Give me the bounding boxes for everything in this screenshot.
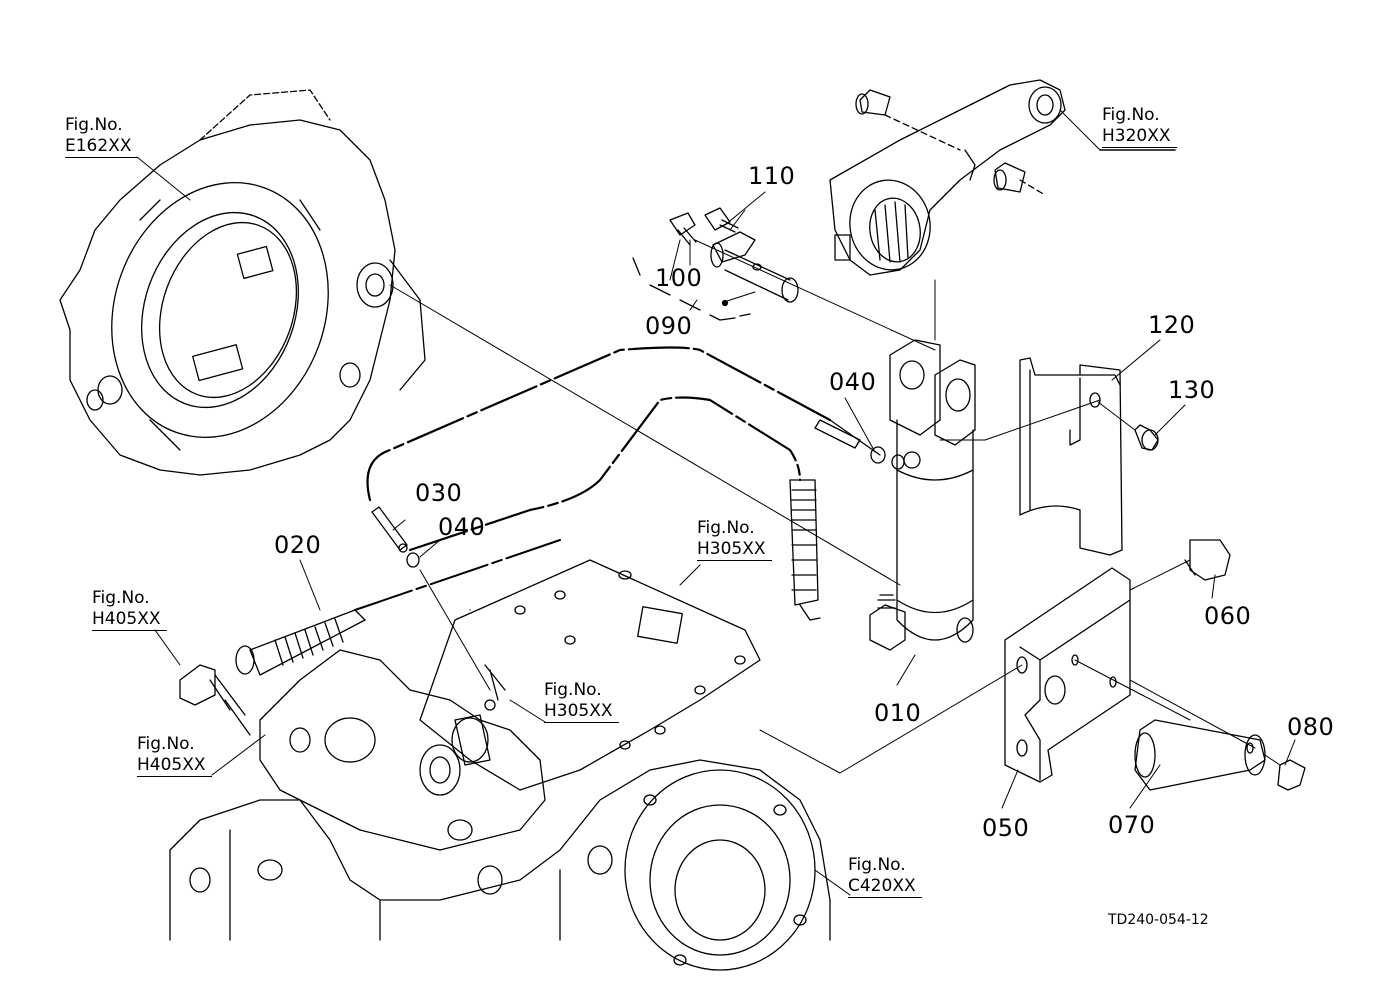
callout-110: 110 xyxy=(748,162,796,190)
fig-ref-code[interactable]: C420XX xyxy=(848,876,922,898)
fig-ref-h320xx[interactable]: Fig.No. H320XX xyxy=(1102,105,1177,148)
fig-ref-h405xx-lower[interactable]: Fig.No. H405XX xyxy=(137,734,212,777)
transmission-housing-part xyxy=(60,90,425,475)
fig-ref-code[interactable]: H305XX xyxy=(697,539,772,561)
fig-ref-prefix: Fig.No. xyxy=(65,115,123,135)
drawing-id: TD240-054-12 xyxy=(1108,912,1209,928)
rod-end-part xyxy=(180,480,820,735)
control-cable xyxy=(355,348,880,611)
lift-arm-part xyxy=(830,80,1065,276)
callout-080: 080 xyxy=(1287,713,1335,741)
cylinder-cover-part xyxy=(1020,358,1158,555)
callout-090: 090 xyxy=(645,312,693,340)
fig-ref-e162xx[interactable]: Fig.No. E162XX xyxy=(65,115,138,158)
callout-100: 100 xyxy=(655,264,703,292)
fig-ref-prefix: Fig.No. xyxy=(1102,105,1160,125)
callout-070: 070 xyxy=(1108,811,1156,839)
fig-ref-prefix: Fig.No. xyxy=(544,680,602,700)
callout-020: 020 xyxy=(274,531,322,559)
fig-ref-code[interactable]: H405XX xyxy=(137,755,212,777)
fig-ref-prefix: Fig.No. xyxy=(697,518,755,538)
fig-ref-prefix: Fig.No. xyxy=(92,588,150,608)
pin-assembly-part xyxy=(633,208,935,350)
mounting-bracket-part xyxy=(1005,540,1305,790)
callout-120: 120 xyxy=(1148,311,1196,339)
callout-040-upper: 040 xyxy=(829,368,877,396)
fig-ref-prefix: Fig.No. xyxy=(848,855,906,875)
callout-050: 050 xyxy=(982,814,1030,842)
callout-010: 010 xyxy=(874,699,922,727)
fig-ref-h305xx-lower[interactable]: Fig.No. H305XX xyxy=(544,680,619,723)
callout-040-lower: 040 xyxy=(438,513,486,541)
transmission-case-part xyxy=(170,760,830,970)
hydraulic-cylinder-part xyxy=(870,340,975,650)
fig-ref-code[interactable]: E162XX xyxy=(65,136,138,158)
fig-ref-code[interactable]: H305XX xyxy=(544,701,619,723)
fig-ref-c420xx[interactable]: Fig.No. C420XX xyxy=(848,855,922,898)
fig-ref-prefix: Fig.No. xyxy=(137,734,195,754)
spring-pin-part xyxy=(372,420,904,567)
valve-body-part xyxy=(260,560,760,850)
fig-ref-code[interactable]: H405XX xyxy=(92,609,167,631)
callout-130: 130 xyxy=(1168,376,1216,404)
callout-030: 030 xyxy=(415,479,463,507)
callout-060: 060 xyxy=(1204,602,1252,630)
fig-ref-code[interactable]: H320XX xyxy=(1102,126,1177,148)
fig-ref-h305xx-upper[interactable]: Fig.No. H305XX xyxy=(697,518,772,561)
callout-leaders xyxy=(137,157,1295,895)
fig-ref-h405xx-upper[interactable]: Fig.No. H405XX xyxy=(92,588,167,631)
